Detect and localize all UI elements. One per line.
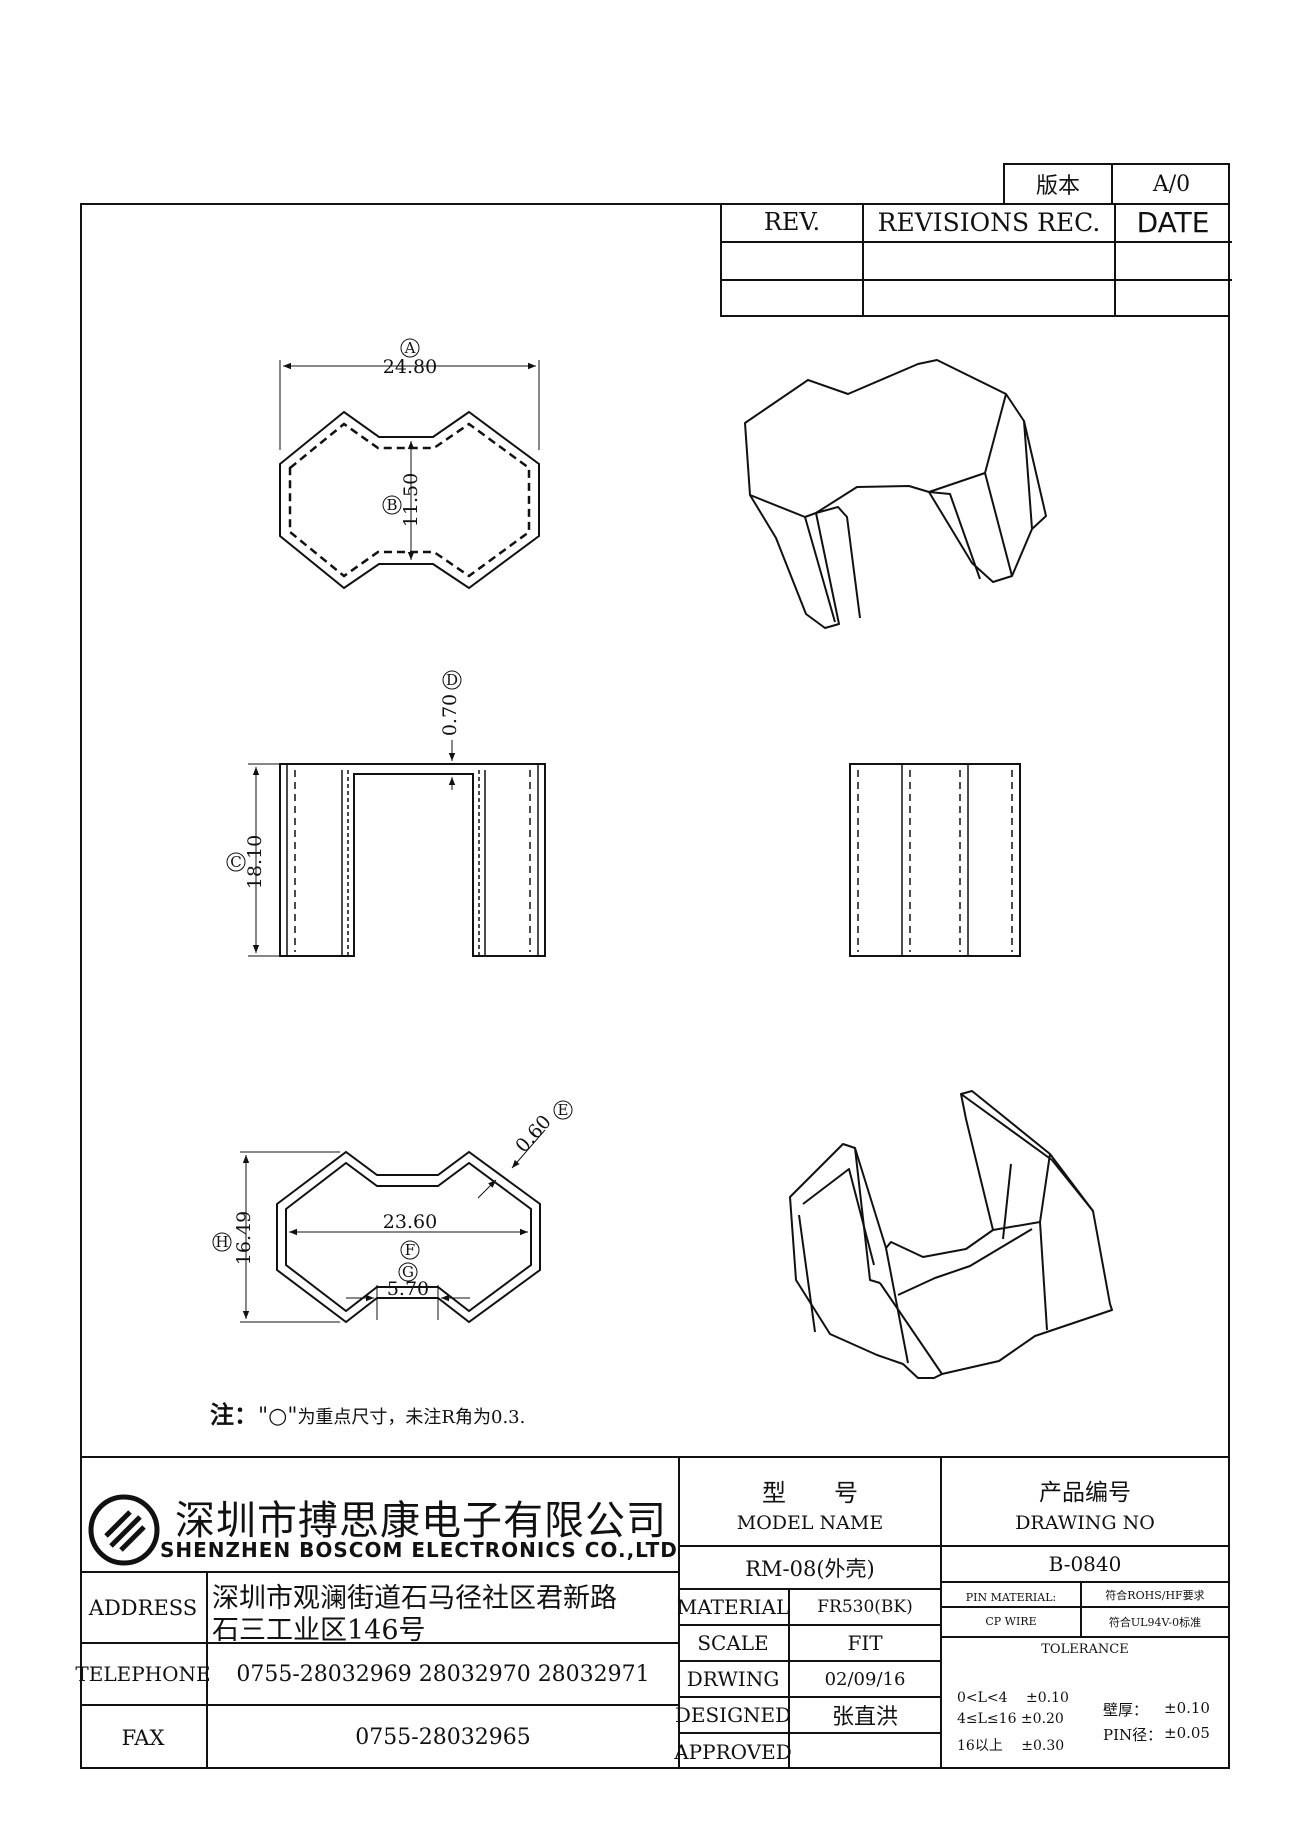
model-label-en: MODEL NAME (736, 1512, 884, 1534)
dim-tag-e: E (553, 1100, 573, 1120)
version-label: 版本 (1005, 165, 1113, 203)
dim-tag-g: G (398, 1262, 418, 1282)
dim-tag-e-letter: E (558, 1101, 569, 1119)
dim-b-value: 11.50 (400, 473, 422, 527)
designed-value: 张直洪 (831, 1705, 898, 1730)
drawing-no-label-en: DRAWING NO (1015, 1512, 1155, 1534)
title-block: 深圳市搏思康电子有限公司 SHENZHEN BOSCOM ELECTRONICS… (75, 1456, 1230, 1769)
material-label: MATERIAL (676, 1595, 790, 1619)
isometric-view-bottom (789, 1090, 1113, 1379)
dim-g-value: 5.70 (387, 1278, 429, 1300)
scale-label: SCALE (697, 1631, 769, 1655)
drawing-date: 02/09/16 (824, 1668, 906, 1690)
company-name-cn: 深圳市搏思康电子有限公司 (175, 1498, 667, 1544)
dim-tag-h-letter: H (215, 1233, 228, 1251)
isometric-view-top (744, 359, 1047, 629)
date-header: DATE (1136, 205, 1210, 239)
model-value: RM-08(外壳) (745, 1556, 875, 1581)
dim-tag-f-letter: F (405, 1241, 415, 1259)
revision-table: REV. REVISIONS REC. DATE (720, 203, 1232, 317)
address-line-1: 深圳市观澜街道石马径社区君新路 (212, 1583, 617, 1614)
pin-material-label: PIN MATERIAL: (965, 1590, 1057, 1604)
dimension-values: 24.80 11.50 18.10 0.70 0.60 23.60 5.70 1… (233, 356, 556, 1300)
ul-compliance: 符合UL94V-0标准 (1108, 1616, 1202, 1629)
wall-thickness-value: ±0.10 (1164, 1699, 1210, 1717)
front-view (248, 740, 546, 957)
dim-tag-d-letter: D (446, 671, 458, 689)
dim-tag-c-letter: C (230, 853, 241, 871)
scale-value: FIT (847, 1631, 883, 1655)
approved-label: APPROVED (674, 1739, 792, 1764)
address-line-2: 石三工业区146号 (212, 1615, 426, 1646)
tolerance-row-3: 16以上 ±0.30 (957, 1738, 1065, 1754)
approved-value (790, 1734, 940, 1769)
dim-tag-b-letter: B (386, 496, 397, 514)
drawing-note: 注： "○" 为重点尺寸，未注R角为0.3. (210, 1395, 526, 1429)
note-prefix: 注： (210, 1400, 258, 1429)
dim-e-value: 0.60 (511, 1111, 556, 1157)
material-value: FR530(BK) (817, 1597, 913, 1617)
version-value: A/0 (1152, 171, 1191, 197)
fax-value: 0755-28032965 (355, 1725, 531, 1750)
telephone-label: TELEPHONE (75, 1662, 211, 1686)
note-text: 为重点尺寸，未注R角为0.3. (297, 1407, 526, 1428)
dim-tag-c: C (226, 852, 246, 872)
note-mark: "○" (258, 1404, 298, 1429)
dimension-tags: A B C D E F G (212, 338, 573, 1282)
dim-a-value: 24.80 (383, 356, 437, 378)
drawing-label: DRWING (686, 1667, 780, 1691)
dim-c-value: 18.10 (244, 835, 266, 889)
pin-diameter-value: ±0.05 (1164, 1724, 1210, 1742)
model-label-cn: 型 号 (762, 1478, 858, 1507)
dim-tag-a-letter: A (404, 339, 416, 357)
company-logo (88, 1494, 160, 1566)
fax-label: FAX (121, 1725, 165, 1750)
drawing-no-label-cn: 产品编号 (1039, 1480, 1131, 1506)
dim-tag-g-letter: G (402, 1263, 414, 1281)
side-view (849, 763, 1021, 957)
rev-header: REV. (763, 208, 821, 236)
bottom-view (240, 1129, 546, 1324)
top-view (279, 360, 540, 590)
designed-label: DESIGNED (674, 1703, 792, 1727)
drawing-border (80, 203, 1230, 1769)
pin-diameter-label: PIN径： (1103, 1726, 1163, 1744)
dim-tag-h: H (212, 1232, 232, 1252)
dim-f-value: 23.60 (383, 1211, 437, 1233)
tolerance-row-1: 0<L<4 ±0.10 (957, 1690, 1069, 1706)
version-box: 版本 A/0 (1003, 163, 1230, 203)
rohs-compliance: 符合ROHS/HF要求 (1105, 1588, 1205, 1602)
revisions-header: REVISIONS REC. (877, 207, 1101, 237)
dim-tag-d: D (442, 670, 462, 690)
dim-h-value: 16.49 (233, 1211, 255, 1265)
dim-tag-a: A (400, 338, 420, 358)
drawing-no-value: B-0840 (1048, 1552, 1122, 1576)
dim-tag-b: B (382, 495, 402, 515)
telephone-value: 0755-28032969 28032970 28032971 (236, 1661, 650, 1687)
dim-d-value: 0.70 (439, 694, 461, 736)
company-name-en: SHENZHEN BOSCOM ELECTRONICS CO.,LTD (160, 1538, 678, 1562)
tolerance-label: TOLERANCE (1041, 1641, 1129, 1657)
dim-tag-f: F (400, 1240, 420, 1260)
cp-wire-label: CP WIRE (985, 1615, 1037, 1628)
address-label: ADDRESS (88, 1595, 198, 1620)
tolerance-row-2: 4≤L≤16 ±0.20 (957, 1711, 1064, 1727)
wall-thickness-label: 壁厚： (1103, 1701, 1149, 1719)
